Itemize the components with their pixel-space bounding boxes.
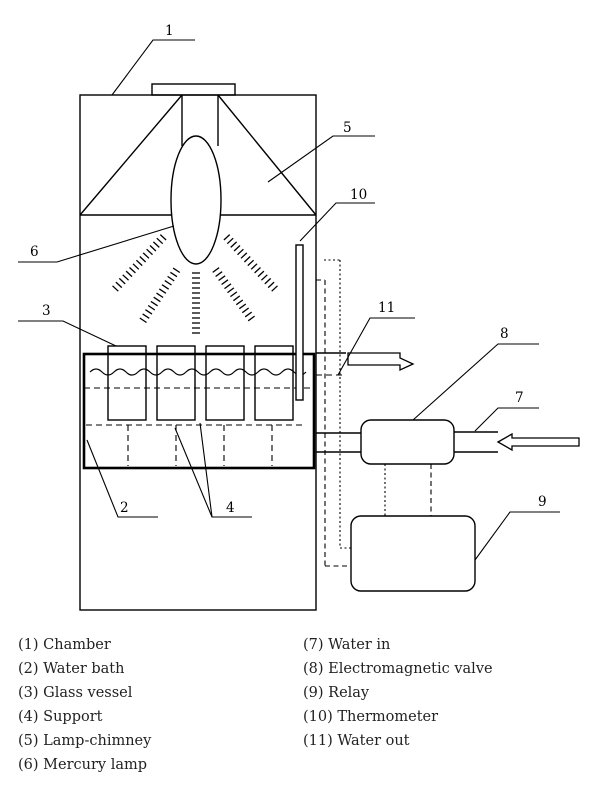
- light-ray-tick: [161, 284, 170, 290]
- light-ray-tick: [149, 245, 157, 252]
- water-bath: [82, 352, 346, 470]
- legend-item-support: (4) Support: [18, 709, 103, 725]
- light-rays: [112, 234, 278, 334]
- apparatus-diagram: 1 5 10 6 11 3 8 7 2 4 9: [18, 23, 580, 611]
- light-ray-tick: [125, 270, 133, 278]
- light-ray-tick: [226, 237, 234, 245]
- light-ray-tick: [167, 275, 175, 282]
- light-ray-tick: [156, 292, 164, 299]
- light-ray-tick: [142, 313, 150, 319]
- light-ray-tick: [115, 281, 123, 289]
- callout-11: 11: [378, 300, 395, 316]
- light-ray-tick: [243, 256, 251, 263]
- legend-item-thermometer: (10) Thermometer: [303, 709, 439, 725]
- legend-item-mercury-lamp: (6) Mercury lamp: [18, 757, 148, 773]
- leader-lines: [18, 39, 560, 561]
- legend-item-relay: (9) Relay: [303, 685, 370, 701]
- light-ray-tick: [218, 275, 226, 282]
- lamp-chimney: [79, 94, 317, 216]
- legend-item-water-in: (7) Water in: [303, 637, 391, 653]
- light-ray-tick: [147, 304, 156, 311]
- callout-3: 3: [42, 303, 51, 319]
- glass-vessels: [107, 345, 294, 421]
- light-ray-tick: [212, 267, 220, 273]
- legend-right: (7) Water in (8) Electromagnetic valve (…: [303, 633, 493, 753]
- light-ray-tick: [170, 271, 178, 278]
- water-out: [316, 352, 415, 372]
- legend-item-chamber: (1) Chamber: [18, 637, 111, 653]
- light-ray-tick: [240, 252, 248, 259]
- light-ray-tick: [247, 315, 255, 322]
- light-ray-tick: [158, 288, 167, 294]
- light-ray-tick: [244, 311, 253, 318]
- light-ray-tick: [145, 309, 153, 315]
- light-ray-tick: [254, 267, 261, 274]
- light-ray-tick: [224, 283, 232, 290]
- light-ray-tick: [172, 267, 181, 274]
- light-ray-tick: [132, 263, 140, 270]
- light-ray-tick: [118, 277, 126, 285]
- light-ray-tick: [238, 303, 247, 310]
- light-ray-tick: [247, 259, 255, 267]
- light-ray-tick: [233, 245, 241, 252]
- light-ray-tick: [235, 299, 244, 306]
- legend-item-water-out: (11) Water out: [303, 733, 410, 749]
- water-in: [454, 431, 580, 453]
- light-ray-tick: [227, 287, 235, 294]
- callout-7: 7: [515, 390, 524, 406]
- legend-item-electromagnetic-valve: (8) Electromagnetic valve: [303, 661, 493, 677]
- light-ray-tick: [152, 241, 160, 248]
- light-ray-tick: [257, 270, 265, 278]
- callout-10: 10: [350, 187, 367, 203]
- light-ray-tick: [153, 296, 161, 303]
- light-ray-tick: [135, 259, 143, 267]
- callout-1: 1: [165, 23, 174, 39]
- light-ray-tick: [122, 274, 130, 281]
- thermometer: [295, 244, 304, 401]
- light-ray-tick: [112, 285, 119, 292]
- callout-5: 5: [343, 120, 352, 136]
- light-ray-tick: [233, 295, 241, 302]
- mercury-lamp: [170, 135, 222, 265]
- light-ray-tick: [271, 285, 278, 292]
- light-ray-tick: [139, 317, 147, 324]
- legend-item-water-bath: (2) Water bath: [18, 661, 125, 677]
- supports: [86, 424, 302, 466]
- relay: [350, 515, 476, 592]
- callout-4: 4: [226, 500, 235, 516]
- light-ray-tick: [142, 252, 150, 259]
- light-ray-tick: [156, 237, 164, 245]
- light-ray-tick: [159, 234, 167, 241]
- light-ray-tick: [221, 279, 229, 286]
- light-ray-tick: [230, 291, 238, 298]
- control-wiring: [316, 259, 432, 567]
- callout-6: 6: [30, 244, 39, 260]
- callout-8: 8: [500, 326, 509, 342]
- light-ray-tick: [264, 277, 272, 285]
- light-ray-tick: [260, 274, 268, 281]
- light-ray-tick: [150, 300, 158, 307]
- light-ray-tick: [215, 271, 223, 278]
- light-ray-tick: [267, 281, 275, 289]
- light-ray-tick: [164, 280, 172, 286]
- light-ray-tick: [241, 307, 250, 314]
- light-ray-tick: [129, 267, 136, 274]
- inlet-pipes: [316, 432, 361, 453]
- light-ray-tick: [230, 241, 238, 248]
- legend-item-lamp-chimney: (5) Lamp-chimney: [18, 733, 152, 749]
- callout-9: 9: [538, 494, 547, 510]
- light-ray-tick: [250, 263, 258, 270]
- light-ray-tick: [139, 256, 147, 263]
- light-ray-tick: [237, 248, 244, 256]
- callout-2: 2: [120, 500, 129, 516]
- light-ray-tick: [146, 248, 153, 256]
- legend-left: (1) Chamber (2) Water bath (3) Glass ves…: [18, 633, 151, 777]
- electromagnetic-valve: [360, 419, 455, 465]
- legend-item-glass-vessel: (3) Glass vessel: [18, 685, 133, 701]
- light-ray-tick: [223, 234, 231, 241]
